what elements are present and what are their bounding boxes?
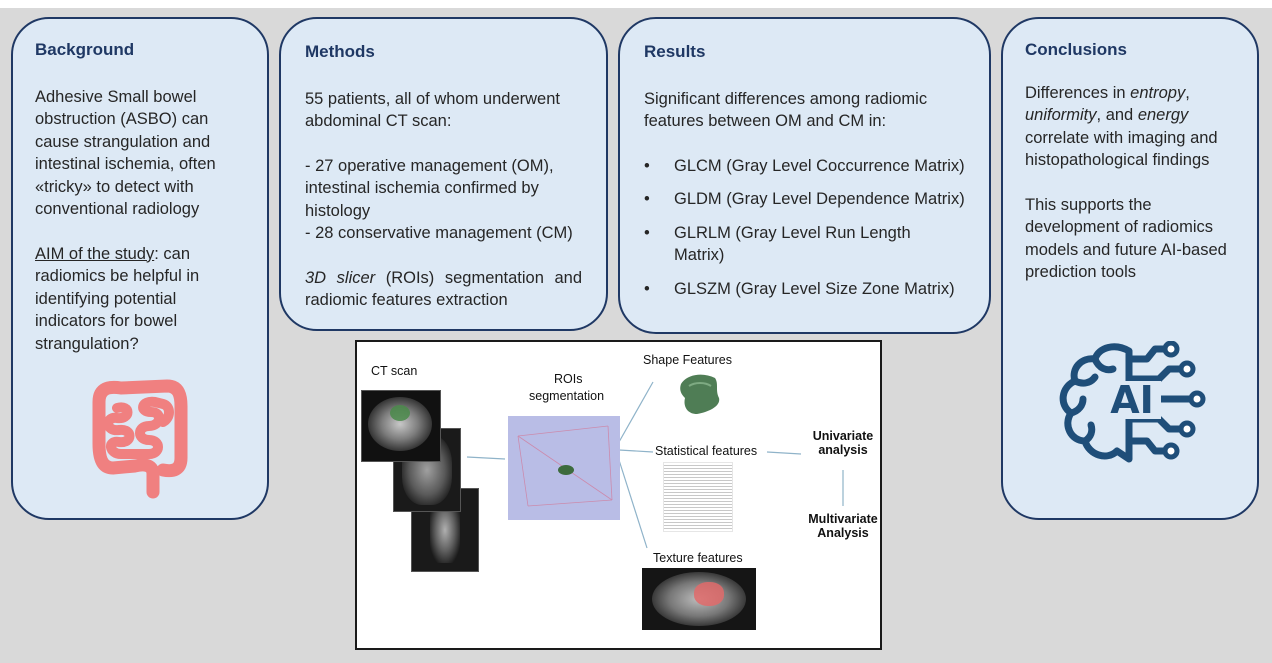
methods-group-cm: - 28 conservative management (CM) [305, 224, 573, 242]
rois-label-line2: segmentation [529, 389, 605, 403]
c1-energy: energy [1137, 106, 1189, 124]
results-title: Results [644, 42, 706, 61]
conclusions-paragraph-2: This supports the development of radiomi… [1025, 195, 1227, 282]
methods-panel: Methods 55 patients, all of whom underwe… [279, 17, 608, 331]
results-item-glszm: GLSZM (Gray Level Size Zone Matrix) [644, 278, 965, 301]
results-list: GLCM (Gray Level Coccurrence Matrix) GLD… [644, 155, 965, 301]
c1-uniformity: uniformity [1025, 106, 1097, 124]
statistical-table-thumbnail [663, 462, 733, 532]
background-panel: Background Adhesive Small bowel obstruct… [11, 17, 269, 520]
rois-label-line1: ROIs [554, 372, 583, 386]
results-item-glrlm: GLRLM (Gray Level Run Length Matrix) [644, 222, 965, 267]
aim-paragraph: AIM of the study: can radiomics be helpf… [35, 243, 245, 356]
texture-ct-image [642, 568, 756, 630]
aim-text: : can radiomics be helpful in identifyin… [35, 244, 200, 353]
univariate-line2: analysis [818, 443, 868, 457]
c1-entropy: entropy [1130, 83, 1186, 102]
conclusions-title: Conclusions [1025, 40, 1128, 59]
texture-features-label: Texture features [653, 551, 743, 565]
conclusions-paragraph-1: Differences in entropy, uniformity, and … [1025, 82, 1235, 172]
methods-title: Methods [305, 42, 375, 61]
univariate-line1: Univariate [812, 429, 874, 443]
results-intro: Significant differences among radiomic f… [644, 89, 928, 131]
multivariate-label: Multivariate Analysis [799, 512, 887, 540]
workflow-figure: CT scan ROIs segmentation Shape Features… [355, 340, 882, 650]
results-panel: Results Significant differences among ra… [618, 17, 991, 334]
aim-label: AIM of the study [35, 244, 155, 263]
multivariate-line2: Analysis [817, 526, 869, 540]
c1-text-d: correlate with imaging and histopatholog… [1025, 128, 1218, 170]
intestine-icon [92, 379, 188, 499]
tool-description: (ROIs) segmentation and radiomic feature… [305, 268, 582, 310]
background-text: Adhesive Small bowel obstruction (ASBO) … [35, 87, 216, 219]
ai-icon-text: AI [1110, 378, 1154, 422]
workflow-connectors [466, 381, 844, 549]
ai-brain-icon: AI [1059, 341, 1206, 463]
background-title: Background [35, 40, 135, 59]
shape-feature-render [680, 374, 720, 414]
univariate-label: Univariate analysis [803, 429, 883, 457]
methods-group-om: - 27 operative management (OM), intestin… [305, 156, 554, 220]
statistical-features-label: Statistical features [655, 444, 758, 458]
results-item-glcm: GLCM (Gray Level Coccurrence Matrix) [644, 155, 965, 178]
ct-image-axial [361, 390, 441, 462]
shape-features-label: Shape Features [643, 353, 732, 367]
conclusions-panel: Conclusions Differences in entropy, unif… [1001, 17, 1259, 520]
results-item-gldm: GLDM (Gray Level Dependence Matrix) [644, 188, 965, 211]
ct-scan-label: CT scan [371, 364, 418, 378]
methods-tool: 3D slicer (ROIs) segmentation and radiom… [305, 267, 582, 312]
roi-3d-view [508, 416, 620, 520]
c1-text-a: Differences in [1025, 83, 1131, 102]
multivariate-line1: Multivariate [808, 512, 878, 526]
c1-text-b: , [1185, 83, 1190, 102]
methods-intro: 55 patients, all of whom underwent abdom… [305, 89, 560, 131]
c1-text-c: , and [1096, 106, 1138, 124]
tool-name: 3D slicer [305, 268, 376, 287]
